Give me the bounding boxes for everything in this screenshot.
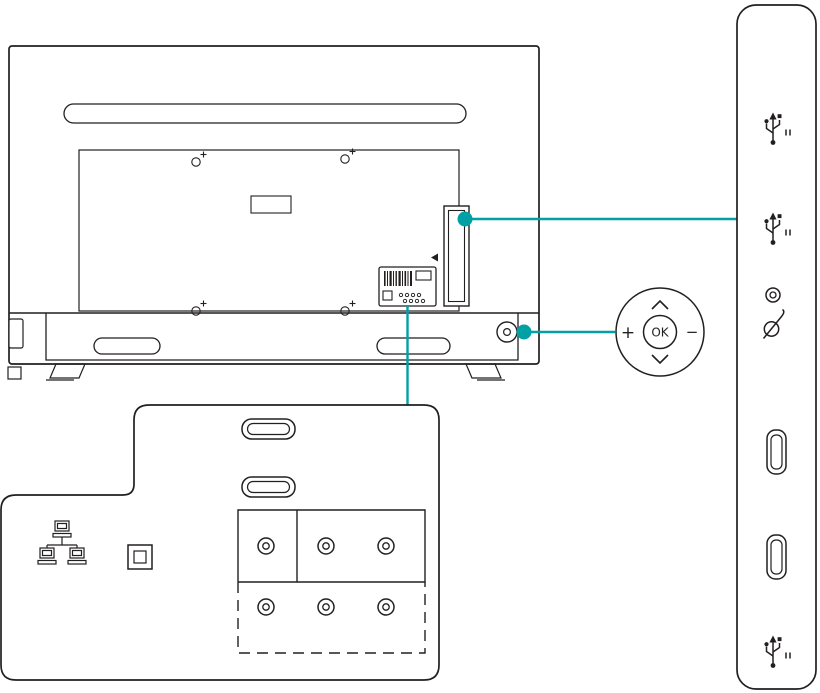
control-outer-ring	[615, 287, 705, 377]
ok-label: OK	[651, 326, 669, 340]
label-mark-icon	[382, 290, 393, 301]
callout-dot-power	[516, 324, 532, 340]
av-jacks-solid-frame	[237, 509, 426, 583]
side-ports-panel	[736, 4, 817, 690]
bottom-ports-panel	[0, 404, 440, 681]
digital-audio-port-icon	[127, 544, 153, 570]
base-slot-left	[93, 337, 161, 355]
base-slot-right	[376, 337, 451, 355]
ok-button	[642, 314, 678, 350]
tv-body-outline	[8, 45, 540, 365]
side-panel-outline	[736, 4, 817, 690]
network-lan-icon	[37, 520, 87, 565]
barcode-icon	[384, 271, 412, 286]
chevron-up-icon	[651, 299, 669, 310]
model-label	[250, 195, 292, 214]
tv-rear-view	[7, 45, 540, 381]
bottom-panel-outline	[0, 404, 440, 681]
control-stick-diagram: OK + −	[615, 287, 705, 377]
label-dots-icon	[398, 292, 426, 304]
callout-lines	[406, 211, 737, 421]
callout-dot-side-panel	[457, 211, 473, 227]
rating-label	[378, 266, 437, 307]
tv-feet	[7, 363, 505, 381]
minus-label: −	[686, 323, 699, 341]
audio-jack-icon	[765, 287, 781, 303]
av-jacks-group	[237, 509, 426, 654]
tv-vent-slot	[63, 103, 467, 124]
av-jacks-dashed-frame	[237, 582, 426, 654]
power-button	[496, 321, 518, 343]
plus-label: +	[621, 323, 635, 343]
wall-bracket	[8, 318, 24, 349]
side-arrow-icon	[431, 253, 438, 262]
headphone-icon	[762, 308, 785, 339]
label-box-icon	[415, 270, 432, 281]
chevron-down-icon	[651, 354, 669, 365]
